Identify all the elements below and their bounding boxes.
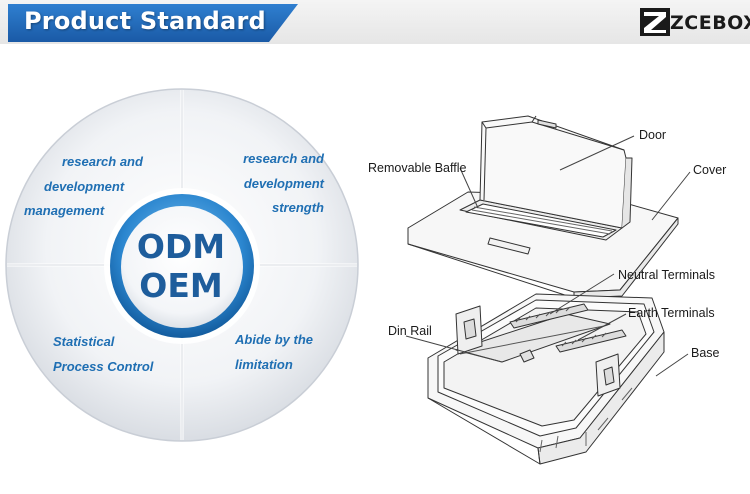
box-line-art: [405, 115, 691, 465]
callout-removable-baffle: Removable Baffle: [368, 161, 467, 175]
callout-din-rail: Din Rail: [388, 324, 432, 338]
inner-circle: [121, 206, 243, 328]
callout-earth-terminals: Earth Terminals: [628, 306, 715, 320]
odm-label: ODM: [136, 227, 226, 266]
callout-base: Base: [691, 346, 720, 360]
page-title: Product Standard: [24, 7, 266, 35]
quadrant-top-left: research and development management: [24, 154, 143, 218]
quadrant-bottom-left: Statistical Process Control: [53, 334, 154, 374]
quadrant-bottom-right: Abide by the limitation: [235, 332, 314, 372]
distribution-box-drawing: Door Removable Baffle Cover Neutral Term…: [360, 100, 750, 480]
callout-neutral-terminals: Neutral Terminals: [618, 268, 716, 282]
circle-graphic: [5, 88, 359, 442]
callout-door: Door: [639, 128, 667, 142]
callout-cover: Cover: [693, 163, 727, 177]
oem-label: OEM: [139, 266, 223, 305]
title-tab: [8, 4, 298, 42]
logo-text: ZCEBOX: [670, 12, 750, 34]
zcebox-logo-icon: [640, 8, 670, 36]
odm-oem-circle-diagram: research and development management rese…: [0, 80, 370, 450]
quadrant-top-right: research and development strength: [243, 151, 324, 215]
